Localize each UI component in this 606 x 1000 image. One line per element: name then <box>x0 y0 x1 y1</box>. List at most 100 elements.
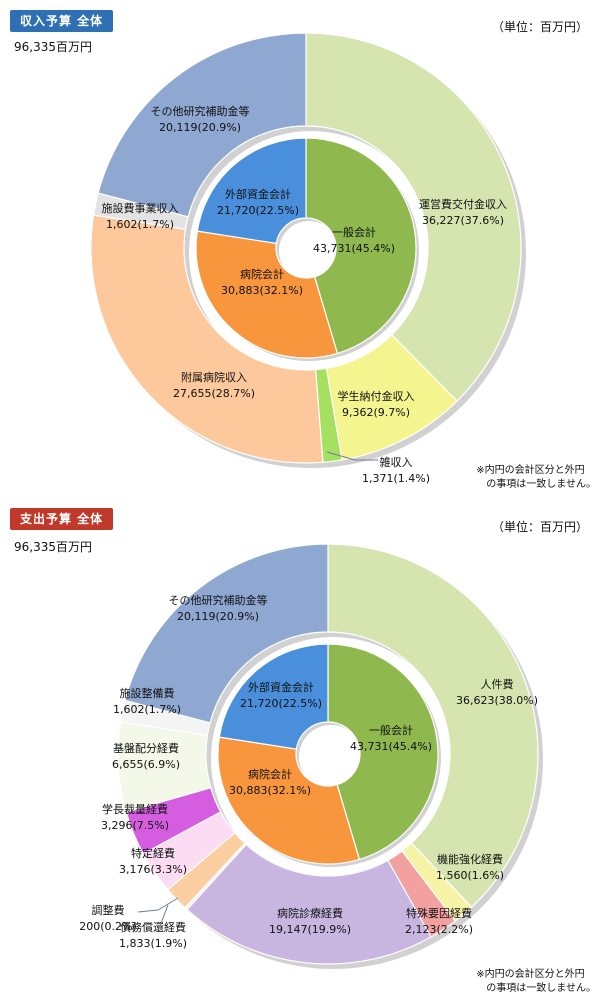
expense-outer-6-label: 特定経費 3,176(3.3%) <box>119 846 187 876</box>
income-inner-0-value: 43,731(45.4%) <box>313 242 395 255</box>
income-note-line-1: ※内円の会計区分と外円 <box>476 465 585 476</box>
expense-outer-8-name: 基盤配分経費 <box>113 741 179 755</box>
income-outer-slice-5 <box>97 32 307 218</box>
income-outer-4-value: 1,602(1.7%) <box>106 218 174 231</box>
income-inner-slice-1 <box>195 230 339 359</box>
income-outer-3-name: 附属病院収入 <box>181 370 247 384</box>
expense-outer-0-label: 人件費 36,623(38.0%) <box>456 677 538 707</box>
expense-inner-0-name: 一般会計 <box>369 723 413 737</box>
expense-inner-0-value: 43,731(45.4%) <box>350 740 432 753</box>
expense-unit: （単位：百万円） <box>491 520 588 534</box>
expense-donut-chart: 一般会計 43,731(45.4%) 病院会計 30,883(32.1%) 外部資金会計… <box>79 543 544 970</box>
expense-inner-2-name: 外部資金会計 <box>248 680 314 694</box>
expense-outer-4-label: 調整費 200(0.2%) <box>79 903 137 933</box>
expense-outer-7-name: 学長裁量経費 <box>102 802 168 816</box>
expense-outer-4-leader-line <box>137 897 179 913</box>
expense-total: 96,335百万円 <box>14 540 92 554</box>
expense-outer-9-name: 施設整備費 <box>120 686 175 700</box>
income-outer-5-value: 20,119(20.9%) <box>159 121 241 134</box>
income-outer-0-name: 運営費交付金収入 <box>419 197 507 211</box>
expense-outer-1-name: 機能強化経費 <box>437 852 503 866</box>
income-outer-3-value: 27,655(28.7%) <box>173 387 255 400</box>
income-budget-panel: 一般会計 43,731(45.4%) 病院会計 30,883(32.1%) 外部資金会計… <box>10 10 596 492</box>
expense-outer-10-value: 20,119(20.9%) <box>177 610 259 623</box>
expense-inner-0-label: 一般会計 43,731(45.4%) <box>350 723 432 753</box>
income-outer-0-label: 運営費交付金収入 36,227(37.6%) <box>419 197 507 227</box>
expense-inner-2-label: 外部資金会計 21,720(22.5%) <box>240 680 322 710</box>
expense-outer-0-name: 人件費 <box>481 677 514 691</box>
income-outer-slice-3 <box>90 214 324 464</box>
income-outer-4-label: 施設費事業収入 1,602(1.7%) <box>102 201 179 231</box>
expense-outer-7-label: 学長裁量経費 3,296(7.5%) <box>101 802 169 832</box>
income-outer-2-name: 雑収入 <box>380 455 413 469</box>
expense-outer-8-value: 6,655(6.9%) <box>112 758 180 771</box>
expense-outer-3-label: 病院診療経費 19,147(19.9%) <box>269 906 351 936</box>
income-outer-5-label: その他研究補助金等 20,119(20.9%) <box>151 104 250 134</box>
income-outer-1-name: 学生納付金収入 <box>338 389 415 403</box>
income-inner-1-name: 病院会計 <box>240 267 284 281</box>
expense-outer-2-name: 特殊要因経費 <box>406 906 472 920</box>
expense-outer-9-label: 施設整備費 1,602(1.7%) <box>113 686 181 716</box>
income-inner-1-value: 30,883(32.1%) <box>221 284 303 297</box>
income-inner-slice-2 <box>196 137 307 245</box>
income-inner-1-label: 病院会計 30,883(32.1%) <box>221 267 303 297</box>
expense-outer-10-label: その他研究補助金等 20,119(20.9%) <box>169 593 268 623</box>
income-outer-0-value: 36,227(37.6%) <box>422 214 504 227</box>
expense-inner-2-value: 21,720(22.5%) <box>240 697 322 710</box>
expense-outer-3-name: 病院診療経費 <box>277 906 343 920</box>
expense-outer-0-value: 36,623(38.0%) <box>456 694 538 707</box>
income-inner-2-value: 21,720(22.5%) <box>217 204 299 217</box>
income-outer-slice-0 <box>305 32 522 402</box>
expense-inner-1-value: 30,883(32.1%) <box>229 784 311 797</box>
expense-outer-8-label: 基盤配分経費 6,655(6.9%) <box>112 741 180 771</box>
expense-outer-5-value: 1,833(1.9%) <box>119 937 187 950</box>
expense-outer-5-label: 債務償還経費 1,833(1.9%) <box>119 920 187 950</box>
income-inner-2-name: 外部資金会計 <box>225 187 291 201</box>
expense-outer-6-name: 特定経費 <box>131 846 175 860</box>
expense-outer-1-value: 1,560(1.6%) <box>436 869 504 882</box>
income-outer-3-label: 附属病院収入 27,655(28.7%) <box>173 370 255 400</box>
income-inner-2-label: 外部資金会計 21,720(22.5%) <box>217 187 299 217</box>
income-outer-2-label: 雑収入 1,371(1.4%) <box>362 455 430 485</box>
income-outer-2-value: 1,371(1.4%) <box>362 472 430 485</box>
expense-outer-2-value: 2,123(2.2%) <box>405 923 473 936</box>
expense-outer-3-value: 19,147(19.9%) <box>269 923 351 936</box>
income-outer-1-value: 9,362(9.7%) <box>342 406 410 419</box>
income-inner-0-label: 一般会計 43,731(45.4%) <box>313 225 395 255</box>
expense-outer-4-name: 調整費 <box>92 903 125 917</box>
expense-outer-1-label: 機能強化経費 1,560(1.6%) <box>436 852 504 882</box>
expense-budget-panel: 一般会計 43,731(45.4%) 病院会計 30,883(32.1%) 外部資金会計… <box>0 500 606 1000</box>
expense-outer-10-name: その他研究補助金等 <box>169 593 268 607</box>
expense-note: ※内円の会計区分と外円 の事項は一致しません。 <box>476 968 596 996</box>
expense-outer-6-value: 3,176(3.3%) <box>119 863 187 876</box>
income-budget-tag: 収入予算 全体 <box>10 10 114 32</box>
income-outer-4-name: 施設費事業収入 <box>102 201 179 215</box>
income-unit: （単位：百万円） <box>491 20 588 34</box>
income-outer-2-leader-line <box>326 451 378 461</box>
expense-outer-4-value: 200(0.2%) <box>79 920 137 933</box>
expense-note-line-2: の事項は一致しません。 <box>486 983 596 994</box>
expense-outer-9-value: 1,602(1.7%) <box>113 703 181 716</box>
income-donut-chart: 一般会計 43,731(45.4%) 病院会計 30,883(32.1%) 外部資金会計… <box>90 32 526 485</box>
expense-note-line-1: ※内円の会計区分と外円 <box>476 969 585 980</box>
expense-inner-slice-0 <box>327 643 439 861</box>
expense-inner-1-label: 病院会計 30,883(32.1%) <box>229 767 311 797</box>
income-note: ※内円の会計区分と外円 の事項は一致しません。 <box>476 464 596 492</box>
expense-outer-2-label: 特殊要因経費 2,123(2.2%) <box>405 906 473 936</box>
expense-outer-slice-3 <box>186 843 432 965</box>
income-inner-slice-0 <box>305 137 417 355</box>
expense-outer-7-value: 3,296(7.5%) <box>101 819 169 832</box>
expense-budget-tag: 支出予算 全体 <box>10 508 114 530</box>
expense-outer-5-leader-line <box>159 904 169 927</box>
expense-outer-5-name: 債務償還経費 <box>120 920 186 934</box>
income-note-line-2: の事項は一致しません。 <box>486 479 596 490</box>
income-outer-1-label: 学生納付金収入 9,362(9.7%) <box>338 389 415 419</box>
income-total: 96,335百万円 <box>14 40 92 54</box>
expense-inner-slice-2 <box>218 643 329 750</box>
expense-inner-slice-1 <box>217 736 361 865</box>
income-outer-5-name: その他研究補助金等 <box>151 104 250 118</box>
expense-inner-1-name: 病院会計 <box>248 767 292 781</box>
income-inner-0-name: 一般会計 <box>332 225 376 239</box>
expense-outer-slice-10 <box>124 543 329 724</box>
expense-outer-slice-0 <box>327 543 539 909</box>
